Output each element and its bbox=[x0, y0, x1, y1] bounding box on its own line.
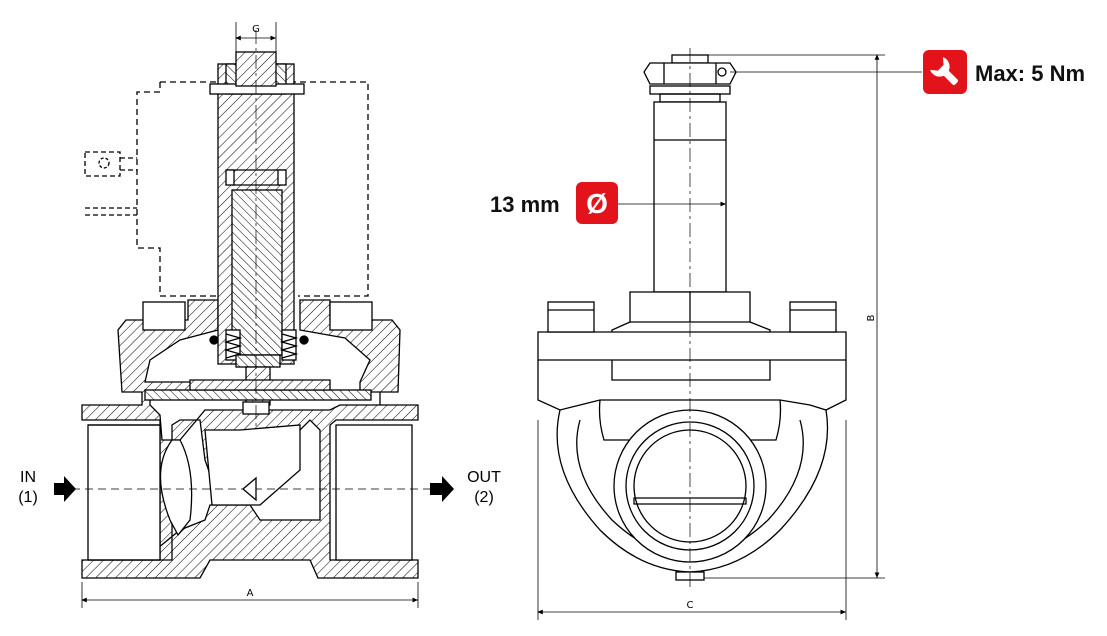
diameter-symbol: Ø bbox=[586, 188, 608, 219]
inlet-number: (1) bbox=[18, 489, 38, 506]
diameter-text: 13 mm bbox=[490, 192, 560, 217]
inlet-label: IN bbox=[20, 469, 36, 486]
outlet-number: (2) bbox=[474, 489, 494, 506]
dimension-g-label: G bbox=[252, 24, 260, 35]
torque-callout: Max: 5 Nm bbox=[923, 50, 1085, 94]
inlet-arrow-icon bbox=[54, 476, 76, 502]
outlet-label: OUT bbox=[467, 469, 501, 486]
dimension-b-label: B bbox=[866, 314, 877, 321]
side-view bbox=[537, 48, 922, 620]
diameter-icon bbox=[576, 182, 618, 224]
outlet-arrow-icon bbox=[430, 476, 454, 502]
dimension-a-label: A bbox=[247, 588, 254, 599]
wrench-icon bbox=[930, 57, 958, 85]
dimension-c-label: C bbox=[687, 600, 694, 611]
section-view bbox=[72, 22, 430, 608]
torque-text: Max: 5 Nm bbox=[975, 61, 1085, 86]
diaphragm bbox=[144, 389, 372, 401]
springs bbox=[209, 329, 309, 361]
diameter-callout: 13 mm Ø bbox=[490, 182, 618, 224]
coil-connector bbox=[84, 151, 137, 216]
